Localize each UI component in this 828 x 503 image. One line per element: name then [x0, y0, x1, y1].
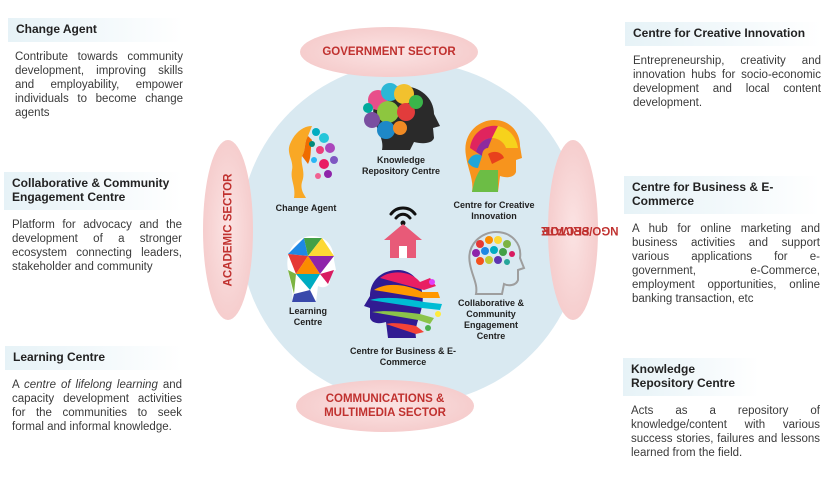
- government-sector-label: GOVERNMENT SECTOR: [322, 46, 456, 58]
- learning-body-emphasis: centre of lifelong learning: [24, 379, 158, 391]
- government-sector-petal: GOVERNMENT SECTOR: [300, 27, 478, 77]
- creative-innovation-block: Centre for Creative Innovation Entrepren…: [625, 22, 821, 110]
- knowledge-repository-block: Knowledge Repository Centre Acts as a re…: [623, 358, 820, 460]
- knowledge-repository-title: Knowledge Repository Centre: [623, 358, 759, 396]
- business-node-label: Centre for Business & E- Commerce: [344, 346, 462, 368]
- collaborative-node-line1: Collaborative &: [457, 298, 524, 308]
- communications-sector-line2: MULTIMEDIA SECTOR: [324, 407, 446, 419]
- business-head-icon: [364, 270, 442, 338]
- knowledge-repository-description: Acts as a repository of knowledge/conten…: [631, 405, 820, 459]
- communications-sector-petal: COMMUNICATIONS & MULTIMEDIA SECTOR: [296, 380, 474, 432]
- collaborative-brain-head-icon: [468, 230, 526, 295]
- change-agent-description: Contribute towards community development…: [15, 51, 183, 119]
- learning-node-line1: Learning: [288, 306, 327, 316]
- collaborative-node-line4: Centre: [476, 331, 506, 341]
- knowledge-node-line1: Knowledge: [376, 155, 425, 165]
- wifi-icon: [389, 206, 417, 226]
- learning-centre-title: Learning Centre: [5, 346, 182, 370]
- learning-body-suffix: and capacity development activities for …: [12, 379, 183, 433]
- academic-sector-label: ACADEMIC SECTOR: [222, 173, 235, 287]
- home-icon: [384, 224, 422, 258]
- collaborative-node-line2: Community: [466, 309, 516, 319]
- change-agent-block: Change Agent Contribute towards communit…: [8, 18, 183, 120]
- communications-sector-line1: COMMUNICATIONS &: [325, 393, 445, 405]
- collab-engagement-block: Collaborative & Community Engagement Cen…: [4, 172, 182, 274]
- ngo-private-sector-petal: NGO/PRIVATE SECTOR: [541, 140, 619, 320]
- collab-engagement-title: Collaborative & Community Engagement Cen…: [4, 172, 182, 210]
- learning-body-prefix: A: [12, 379, 25, 391]
- creative-node-label: Centre for Creative Innovation: [446, 200, 542, 222]
- creative-innovation-title: Centre for Creative Innovation: [625, 22, 821, 46]
- change-agent-node-label: Change Agent: [275, 203, 337, 213]
- knowledge-head-icon: [363, 83, 440, 150]
- knowledge-node-line2: Repository Centre: [361, 166, 441, 176]
- change-agent-head-icon: [288, 126, 338, 198]
- collaborative-node-label: Collaborative & Community Engagement Cen…: [448, 298, 534, 342]
- learning-node-line2: Centre: [293, 317, 323, 327]
- creative-node-line1: Centre for Creative: [453, 200, 535, 210]
- learning-centre-description: A centre of lifelong learning and capaci…: [5, 370, 182, 434]
- business-ecommerce-title: Centre for Business & E-Commerce: [624, 176, 820, 214]
- creative-innovation-description: Entrepreneurship, creativity and innovat…: [633, 55, 821, 109]
- change-agent-title: Change Agent: [8, 18, 183, 42]
- learning-node-label: Learning Centre: [278, 306, 338, 328]
- collaborative-node-line3: Engagement: [463, 320, 518, 330]
- business-node-line2: Commerce: [379, 357, 427, 367]
- ngo-private-sector-line2: SECTOR: [542, 224, 590, 236]
- business-node-line1: Centre for Business & E-: [349, 346, 457, 356]
- learning-head-icon: [287, 236, 336, 302]
- collab-engagement-description: Platform for advocacy and the developmen…: [12, 219, 182, 273]
- learning-centre-block: Learning Centre A centre of lifelong lea…: [5, 346, 182, 434]
- academic-sector-petal: ACADEMIC SECTOR: [203, 140, 253, 320]
- business-ecommerce-block: Centre for Business & E-Commerce A hub f…: [624, 176, 820, 306]
- creative-node-line2: Innovation: [471, 211, 517, 221]
- business-ecommerce-description: A hub for online marketing and business …: [632, 223, 820, 305]
- knowledge-node-label: Knowledge Repository Centre: [355, 155, 447, 177]
- creative-head-icon: [465, 120, 522, 192]
- ngo-private-sector-label-group: NGO/PRIVATE SECTOR: [541, 191, 619, 269]
